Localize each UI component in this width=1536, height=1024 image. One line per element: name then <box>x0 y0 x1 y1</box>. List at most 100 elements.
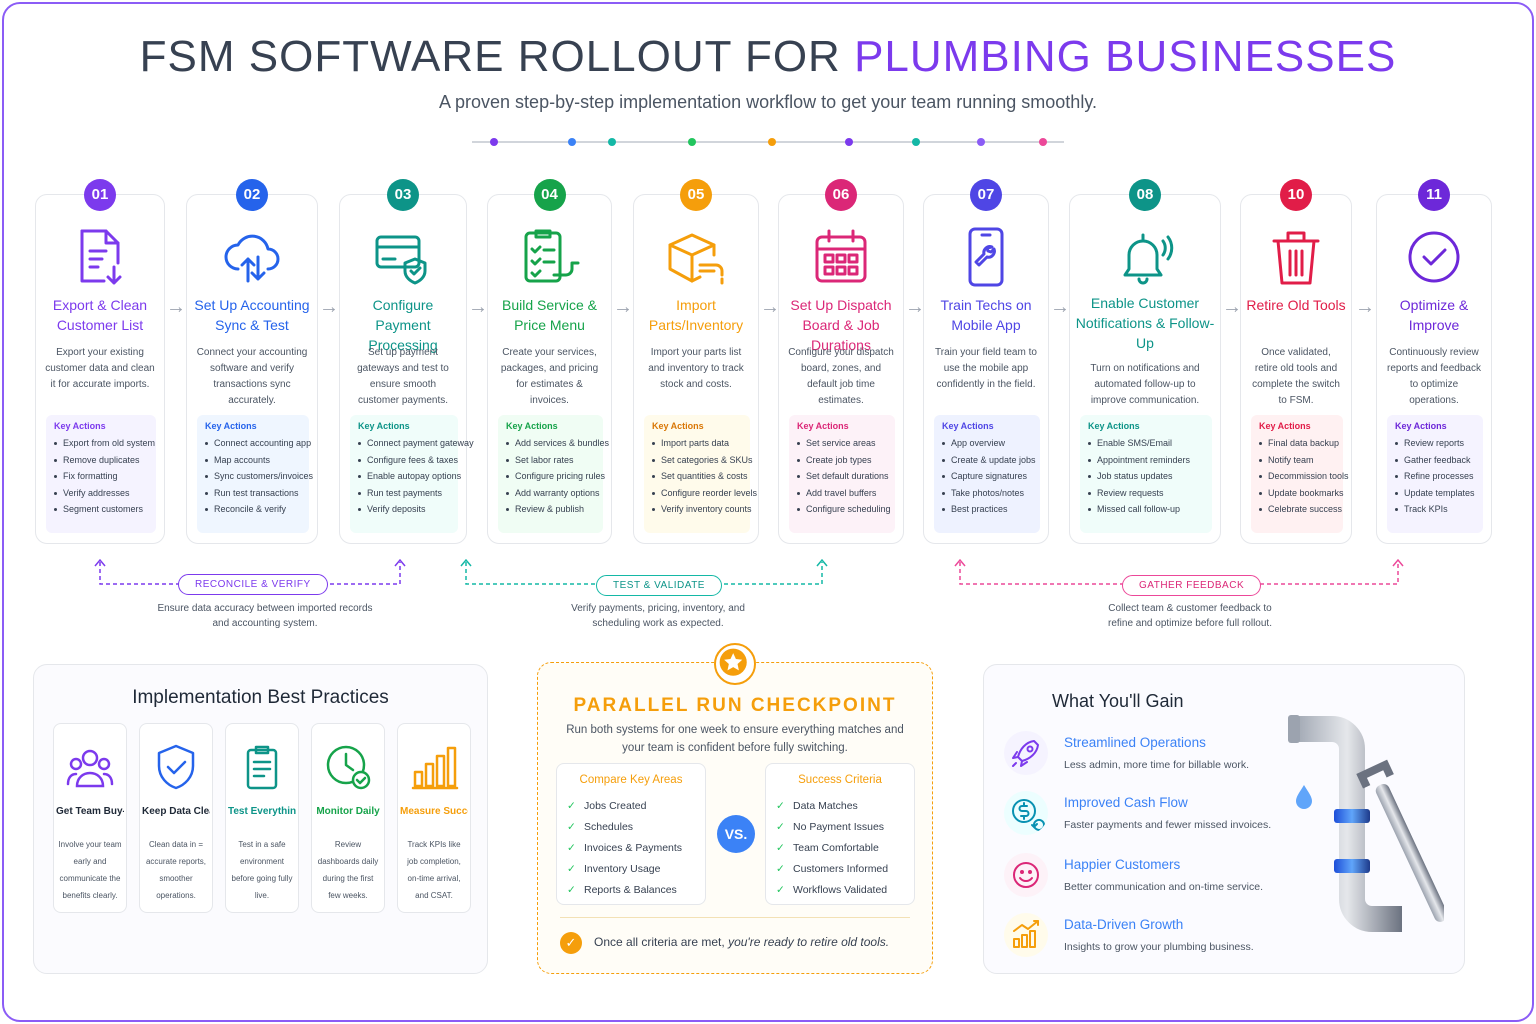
gain-title: Happier Customers <box>1064 857 1181 872</box>
step-card-03: 03 Configure Payment Processing Set up p… <box>339 179 474 544</box>
key-action-item: Refine processes <box>1395 468 1475 485</box>
gains-title: What You'll Gain <box>1052 691 1184 711</box>
rocket-icon <box>1004 731 1048 775</box>
key-action-item: Export from old system <box>54 435 155 452</box>
key-actions-title: Key Actions <box>506 421 558 431</box>
key-action-item: Map accounts <box>205 452 301 469</box>
checkpoint-footer: ✓Once all criteria are met, you're ready… <box>560 917 910 954</box>
best-practice-label: Keep Data Clean <box>142 806 210 817</box>
check-icon: ✓ <box>776 821 785 833</box>
key-action-item: Verify deposits <box>358 501 450 518</box>
flow-arrow-icon: → <box>613 296 633 318</box>
success-criteria-box: Success Criteria ✓Data Matches ✓No Payme… <box>765 763 915 905</box>
step-description: Import your parts list and inventory to … <box>648 347 744 390</box>
key-action-item: Enable autopay options <box>358 468 461 485</box>
step-description: Connect your accounting software and ver… <box>196 347 308 406</box>
best-practice-card: Keep Data Clean Clean data in = accurate… <box>139 723 213 913</box>
compare-key-areas-box: Compare Key Areas ✓Jobs Created ✓Schedul… <box>556 763 706 905</box>
gain-title: Data-Driven Growth <box>1064 917 1184 932</box>
step-card-01: 01 Export & Clean Customer List Export y… <box>35 179 165 544</box>
key-action-item: Run test transactions <box>205 485 301 502</box>
clipboard-icon <box>246 745 278 790</box>
key-action-item: Track KPIs <box>1395 501 1475 518</box>
check-icon: ✓ <box>567 884 576 896</box>
key-actions-title: Key Actions <box>205 421 257 431</box>
star-icon <box>714 643 756 685</box>
key-action-item: Segment customers <box>54 501 148 518</box>
key-action-item: Review requests <box>1088 485 1204 502</box>
best-practice-card: Monitor Daily Review dashboards daily du… <box>311 723 385 913</box>
key-action-item: Add warranty options <box>506 485 600 502</box>
pipe-wrench-illustration <box>1288 715 1444 932</box>
criteria-item: ✓Data Matches <box>776 796 888 817</box>
best-practice-card: Test Everything Test in a safe environme… <box>225 723 299 913</box>
key-action-item: Connect accounting app <box>205 435 311 452</box>
check-circle-icon: ✓ <box>560 932 582 954</box>
key-action-item: Update templates <box>1395 485 1475 502</box>
key-action-item: Job status updates <box>1088 468 1204 485</box>
step-title: Set Up Accounting Sync & Test <box>194 297 310 333</box>
check-icon: ✓ <box>567 821 576 833</box>
step-title: Enable Customer Notifications & Follow-U… <box>1075 295 1215 351</box>
key-action-item: Decommission tools <box>1259 468 1349 485</box>
step-badge: 03 <box>387 179 419 211</box>
key-actions-box: Key Actions Connect accounting app Map a… <box>197 415 313 533</box>
step-title: Optimize & Improve <box>1399 297 1469 333</box>
gain-title: Improved Cash Flow <box>1064 795 1188 810</box>
key-actions-title: Key Actions <box>942 421 994 431</box>
gain-description: Insights to grow your plumbing business. <box>1064 941 1254 953</box>
step-badge: 06 <box>825 179 857 211</box>
best-practice-text: Track KPIs like job completion, on-time … <box>407 840 461 900</box>
gain-item: Happier Customers Better communication a… <box>1004 849 1304 905</box>
smile-icon <box>1004 853 1048 897</box>
step-badge: 11 <box>1418 179 1450 211</box>
checkpoint-text: Run both systems for one week to ensure … <box>566 724 904 754</box>
page-title: FSM SOFTWARE ROLLOUT FOR PLUMBING BUSINE… <box>0 32 1536 82</box>
flow-arrow-icon: → <box>319 296 339 318</box>
loop-caption: Verify payments, pricing, inventory, and… <box>571 603 745 629</box>
gain-item: Streamlined Operations Less admin, more … <box>1004 727 1304 783</box>
key-action-item: Configure pricing rules <box>506 468 605 485</box>
step-description: Create your services, packages, and pric… <box>500 347 599 406</box>
key-actions-title: Key Actions <box>1259 421 1311 431</box>
shield-check-icon <box>157 744 195 790</box>
credit-card-shield-icon <box>375 235 427 285</box>
flow-arrow-icon: → <box>468 296 488 318</box>
criteria-item: ✓Customers Informed <box>776 859 888 880</box>
key-actions-title: Key Actions <box>1395 421 1447 431</box>
step-title: Configure Payment Processing <box>368 297 438 353</box>
key-action-item: Connect payment gateway <box>358 435 474 452</box>
step-title: Build Service & Price Menu <box>502 297 597 333</box>
step-card-08: 08 Enable Customer Notifications & Follo… <box>1069 179 1221 544</box>
best-practice-label: Measure Success <box>400 806 468 817</box>
key-action-item: App overview <box>942 435 1032 452</box>
best-practice-card: Get Team Buy-In Involve your team early … <box>53 723 127 913</box>
key-action-item: Final data backup <box>1259 435 1339 452</box>
step-card-05: 05 Import Parts/Inventory Import your pa… <box>633 179 759 544</box>
key-action-item: Verify inventory counts <box>652 501 752 518</box>
key-action-item: Gather feedback <box>1395 452 1475 469</box>
check-icon: ✓ <box>567 842 576 854</box>
key-actions-box: Key Actions Export from old system Remov… <box>46 415 156 533</box>
parallel-run-checkpoint: PARALLEL RUN CHECKPOINT Run both systems… <box>537 643 933 974</box>
step-title: Train Techs on Mobile App <box>940 297 1032 333</box>
key-actions-title: Key Actions <box>1088 421 1140 431</box>
flow-arrow-icon: → <box>166 296 186 318</box>
compare-item: ✓Schedules <box>567 817 682 838</box>
compare-title: Compare Key Areas <box>579 774 683 786</box>
key-actions-box: Key Actions Set service areas Create job… <box>789 415 895 533</box>
loop-caption: Collect team & customer feedback to refi… <box>1108 603 1272 629</box>
key-action-item: Create job types <box>797 452 887 469</box>
best-practice-text: Test in a safe environment before going … <box>231 840 293 900</box>
step-description: Train your field team to use the mobile … <box>935 347 1037 390</box>
check-icon: ✓ <box>567 800 576 812</box>
loop-connectors <box>94 558 1404 585</box>
key-action-item: Set quantities & costs <box>652 468 748 485</box>
step-description: Set up payment gateways and test to ensu… <box>357 347 449 406</box>
key-action-item: Review reports <box>1395 435 1475 452</box>
step-description: Configure your dispatch board, zones, an… <box>788 347 894 406</box>
key-action-item: Review & publish <box>506 501 595 518</box>
key-action-item: Configure scheduling <box>797 501 891 518</box>
step-badge: 01 <box>84 179 116 211</box>
check-icon: ✓ <box>776 863 785 875</box>
